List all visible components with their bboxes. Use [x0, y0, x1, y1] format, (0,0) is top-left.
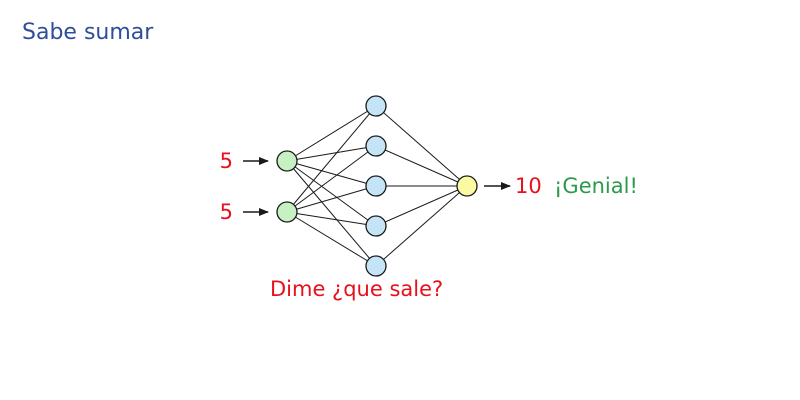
input-value-1: 5: [220, 149, 233, 173]
edge-input-2-hidden-2: [286, 145, 377, 213]
question-text: Dime ¿que sale?: [270, 277, 443, 301]
edge-input-1-hidden-4: [286, 160, 377, 227]
hidden-node-3: [365, 175, 387, 197]
edge-input-1-hidden-1: [286, 105, 377, 162]
edge-hidden-1-output: [375, 105, 468, 187]
io-arrows: [243, 157, 511, 216]
reaction-text: ¡Genial!: [554, 174, 638, 198]
edge-input-2-hidden-4: [286, 211, 377, 227]
input-node-2: [276, 201, 298, 223]
network-connections: [286, 105, 468, 267]
edge-input-2-hidden-3: [286, 185, 377, 213]
hidden-node-2: [365, 135, 387, 157]
output-node: [456, 175, 478, 197]
edge-input-1-hidden-2: [286, 145, 377, 162]
edge-input-1-hidden-5: [286, 160, 377, 267]
input-node-1: [276, 150, 298, 172]
edge-input-2-hidden-1: [286, 105, 377, 213]
output-value: 10: [515, 174, 542, 198]
network-nodes: [276, 95, 478, 277]
edge-hidden-4-output: [375, 185, 468, 227]
slide-title: Sabe sumar: [22, 20, 154, 45]
edge-input-1-hidden-3: [286, 160, 377, 187]
input-value-2: 5: [220, 200, 233, 224]
edge-input-2-hidden-5: [286, 211, 377, 267]
hidden-node-4: [365, 215, 387, 237]
edge-hidden-2-output: [375, 145, 468, 187]
hidden-node-5: [365, 255, 387, 277]
hidden-node-1: [365, 95, 387, 117]
edge-hidden-5-output: [375, 185, 468, 267]
